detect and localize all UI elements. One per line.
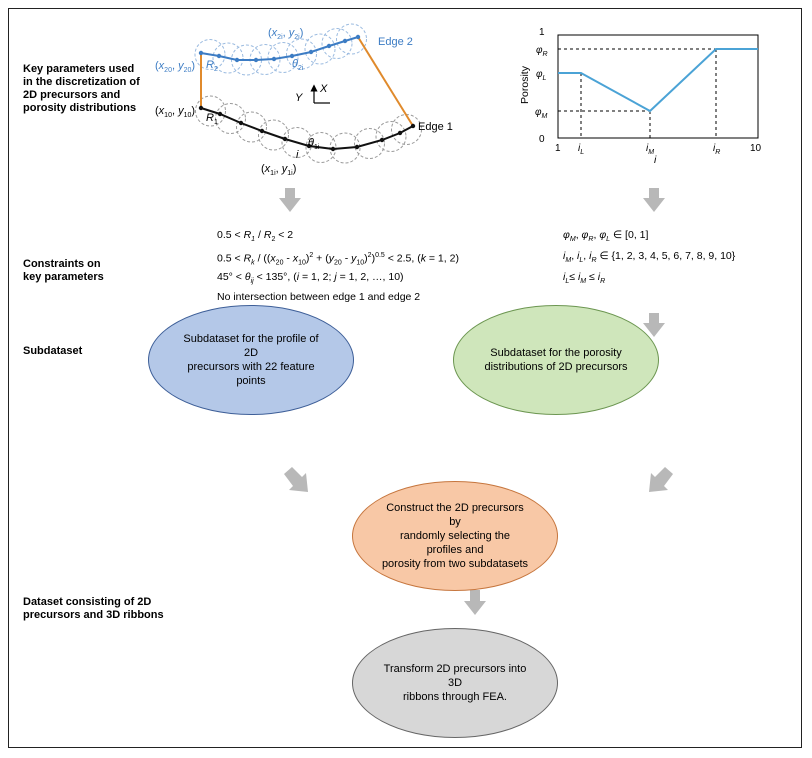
theta1i-label: θ1i — [308, 137, 320, 151]
feature-point — [410, 123, 416, 129]
porosity-ylabel: Porosity — [519, 65, 531, 104]
ytick-phi-l: φL — [536, 69, 547, 82]
feature-point — [253, 57, 259, 63]
constraint-index-set: iM, iL, iR ∈ {1, 2, 3, 4, 5, 6, 7, 8, 9,… — [563, 250, 736, 265]
i-index-label: i — [296, 149, 299, 161]
edge2-circles — [194, 23, 367, 76]
axis-y-label: Y — [295, 92, 303, 104]
theta2i-label: θ2i — [292, 58, 304, 72]
arrow-porosity-to-construct — [649, 467, 673, 492]
constraint-no-intersection: No intersection between edge 1 and edge … — [217, 291, 421, 303]
feature-point — [271, 56, 277, 62]
feature-point — [397, 130, 403, 136]
feature-point — [282, 136, 288, 142]
figure-frame — [8, 8, 802, 748]
dashed-circle — [195, 95, 226, 127]
coord-1i: (x1i, y1i) — [261, 163, 296, 177]
r2-label: R2 — [206, 59, 218, 73]
dashed-circle — [215, 103, 246, 134]
ytick-one: 1 — [539, 27, 545, 38]
xtick-i-l: iL — [578, 143, 584, 156]
label-dataset: Dataset consisting of 2D precursors and … — [23, 596, 164, 621]
feature-point — [198, 105, 204, 111]
flow-arrows — [279, 188, 673, 615]
feature-point — [234, 57, 240, 63]
porosity-plot: 1 0 φR φL φM Porosity 1 10 iL iM iR i — [519, 27, 762, 166]
r1-label: R1 — [206, 112, 218, 126]
axis-x-label: X — [319, 83, 328, 95]
ytick-phi-r: φR — [536, 45, 548, 58]
coord-2i: (x2i, y2i) — [268, 27, 303, 41]
feature-point — [259, 128, 265, 134]
right-side-edge — [357, 36, 414, 127]
dashed-circle — [321, 28, 353, 59]
xtick-i-r: iR — [713, 143, 720, 156]
xtick-ten: 10 — [750, 143, 762, 154]
feature-point — [379, 137, 385, 143]
label-key-parameters: Key parameters used in the discretizatio… — [23, 63, 140, 114]
xtick-one: 1 — [555, 143, 561, 154]
dashed-circle — [281, 127, 313, 158]
feature-point — [216, 53, 222, 59]
label-subdataset: Subdataset — [23, 345, 83, 357]
constraint-radius-ratio: 0.5 < R1 / R2 < 2 — [217, 229, 294, 244]
edge2-label: Edge 2 — [378, 36, 413, 48]
ytick-zero: 0 — [539, 134, 545, 145]
constraint-phi-range: φM, φR, φL ∈ [0, 1] — [563, 229, 649, 244]
dashed-circle — [375, 121, 407, 152]
dashed-circle — [194, 39, 226, 70]
edge1-circles — [195, 95, 422, 164]
feature-point — [238, 120, 244, 126]
edge2-feature-points — [198, 34, 361, 63]
coord-10: (x10, y10) — [155, 105, 195, 119]
ytick-phi-m: φM — [535, 107, 548, 120]
feature-point — [330, 146, 336, 152]
arrow-plot-to-constraints — [643, 188, 665, 212]
edge1-label: Edge 1 — [418, 121, 453, 133]
feature-point — [289, 53, 295, 59]
arrow-geometry-to-constraints — [279, 188, 301, 212]
arrow-profile-to-construct — [284, 467, 308, 492]
arrow-construct-to-transform — [464, 590, 486, 615]
feature-point — [326, 43, 332, 49]
dashed-circle — [258, 119, 289, 151]
feature-point — [308, 49, 314, 55]
constraint-index-order: iL≤ iM ≤ iR — [563, 271, 606, 286]
dashed-circle — [305, 132, 337, 163]
coord-20: (x20, y20) — [155, 60, 195, 74]
feature-point — [342, 38, 348, 44]
dashed-circle — [304, 33, 336, 65]
constraint-radius-width: 0.5 < Rk / ((x20 - x10)2 + (y20 - y10)2)… — [217, 252, 459, 267]
dashed-circle — [212, 42, 244, 74]
feature-point — [355, 34, 361, 40]
edge1-feature-points — [198, 105, 416, 152]
plot-frame — [557, 34, 759, 139]
feature-point — [217, 111, 223, 117]
constraint-angle: 45° < θij < 135°, (i = 1, 2; j = 1, 2, …… — [217, 271, 404, 286]
dashed-circle — [336, 23, 367, 55]
label-constraints: Constraints on key parameters — [23, 258, 104, 283]
feature-point — [198, 50, 204, 56]
arrow-constraints-to-porosity — [643, 313, 665, 337]
dashed-circle — [286, 38, 317, 70]
feature-point — [306, 143, 312, 149]
porosity-curve — [558, 48, 758, 113]
dashed-circle — [354, 128, 385, 159]
dashed-circle — [236, 111, 267, 143]
feature-point — [354, 144, 360, 150]
edge2-polyline — [200, 36, 359, 61]
xtick-i-m: iM — [646, 143, 654, 156]
porosity-xlabel: i — [654, 154, 657, 166]
dashed-circle — [267, 42, 299, 73]
